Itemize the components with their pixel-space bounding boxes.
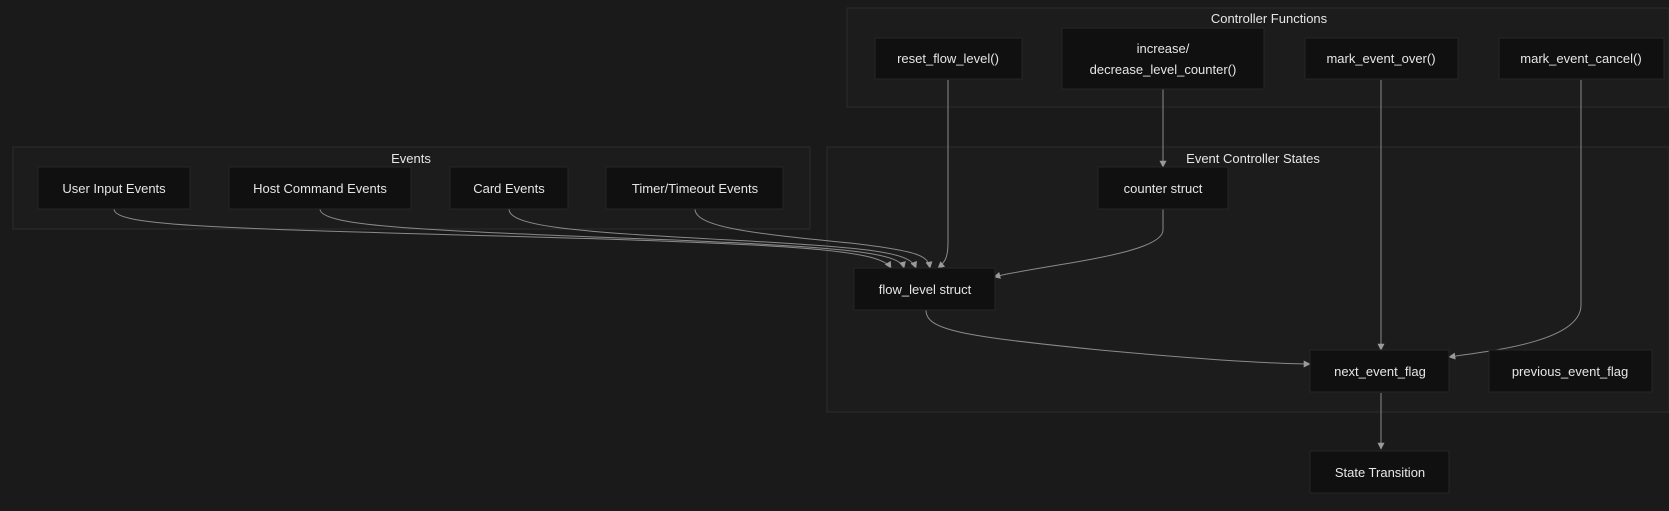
node-label: flow_level struct xyxy=(879,282,972,297)
node-previous-event-flag[interactable]: previous_event_flag xyxy=(1488,349,1653,393)
node-label: next_event_flag xyxy=(1334,364,1426,379)
node-state-transition[interactable]: State Transition xyxy=(1309,450,1450,494)
edge-user-input-to-flow-level xyxy=(113,208,892,269)
group-title-event-controller-states: Event Controller States xyxy=(1186,151,1320,166)
node-increase-decrease-level-counter[interactable]: increase/ decrease_level_counter() xyxy=(1061,27,1265,90)
node-flow-level-struct[interactable]: flow_level struct xyxy=(853,267,996,311)
node-label: Card Events xyxy=(473,181,545,196)
node-label: reset_flow_level() xyxy=(897,51,999,66)
node-mark-event-cancel[interactable]: mark_event_cancel() xyxy=(1498,37,1665,80)
node-counter-struct[interactable]: counter struct xyxy=(1097,166,1229,210)
node-label: User Input Events xyxy=(62,181,166,196)
node-next-event-flag[interactable]: next_event_flag xyxy=(1309,349,1450,393)
node-label: Host Command Events xyxy=(253,181,387,196)
edge-host-command-to-flow-level xyxy=(319,208,906,269)
group-title-controller-functions: Controller Functions xyxy=(1211,11,1328,26)
node-label-line-1: increase/ xyxy=(1137,41,1190,56)
edge-timer-to-flow-level xyxy=(694,208,933,269)
node-reset-flow-level[interactable]: reset_flow_level() xyxy=(874,37,1023,80)
node-label: State Transition xyxy=(1335,465,1425,480)
node-user-input-events[interactable]: User Input Events xyxy=(37,166,191,210)
edge-card-events-to-flow-level xyxy=(508,208,917,269)
group-title-events: Events xyxy=(391,151,431,166)
edge-flow-level-to-next-event-flag xyxy=(925,309,1311,368)
edge-reset-flow-level-to-flow-level xyxy=(937,80,949,269)
node-timer-timeout-events[interactable]: Timer/Timeout Events xyxy=(605,166,784,210)
node-label: counter struct xyxy=(1124,181,1203,196)
node-label-line-2: decrease_level_counter() xyxy=(1090,62,1237,77)
node-mark-event-over[interactable]: mark_event_over() xyxy=(1304,37,1459,80)
node-label: mark_event_over() xyxy=(1326,51,1435,66)
node-card-events[interactable]: Card Events xyxy=(449,166,569,210)
node-label: mark_event_cancel() xyxy=(1520,51,1641,66)
node-label: Timer/Timeout Events xyxy=(632,181,759,196)
edge-counter-to-flow-level xyxy=(993,209,1164,279)
node-host-command-events[interactable]: Host Command Events xyxy=(228,166,412,210)
edges xyxy=(113,80,1582,450)
node-label: previous_event_flag xyxy=(1512,364,1628,379)
edge-mark-event-cancel-to-next-event-flag xyxy=(1448,80,1582,360)
